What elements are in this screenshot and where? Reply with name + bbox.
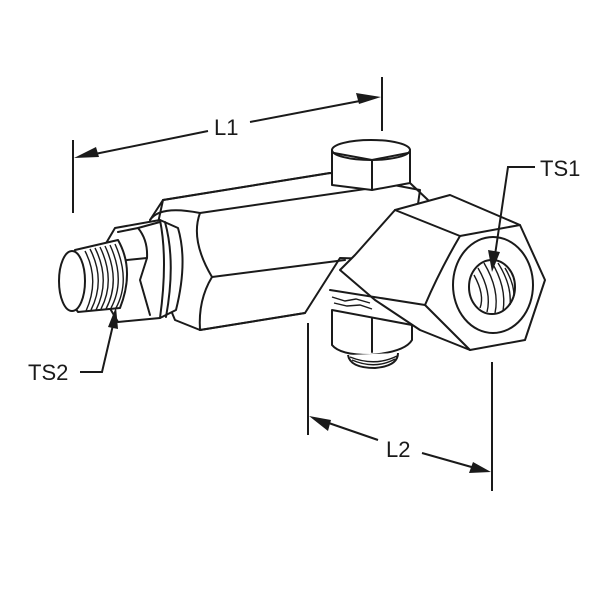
- l1-dimension-line-left: [89, 130, 209, 156]
- dimension-l1: L1: [72, 77, 383, 213]
- male-thread-ts2: [58, 239, 129, 313]
- l1-dimension-line-right: [249, 99, 366, 123]
- right-hex-port: [329, 194, 546, 351]
- callout-ts2: TS2: [28, 307, 118, 385]
- l2-arrow-right-icon: [469, 462, 491, 473]
- ts1-arrow-icon: [488, 250, 500, 272]
- ts2-arrow-icon: [108, 307, 118, 329]
- l1-label: L1: [214, 115, 238, 140]
- l2-arrow-left-icon: [309, 416, 331, 431]
- ts2-leader-line: [80, 324, 114, 373]
- l1-arrow-left-icon: [74, 147, 99, 158]
- bottom-screw: [331, 296, 413, 369]
- l2-dimension-line-right: [421, 452, 476, 469]
- dimension-l2: L2: [307, 323, 493, 491]
- hex-body: [149, 172, 421, 331]
- l2-label: L2: [386, 437, 410, 462]
- top-hex-cap: [331, 139, 429, 201]
- callout-ts1: TS1: [488, 156, 580, 272]
- ts1-leader-line: [494, 166, 535, 256]
- ts1-label: TS1: [540, 156, 580, 181]
- l1-arrow-right-icon: [356, 93, 381, 104]
- ts2-label: TS2: [28, 360, 68, 385]
